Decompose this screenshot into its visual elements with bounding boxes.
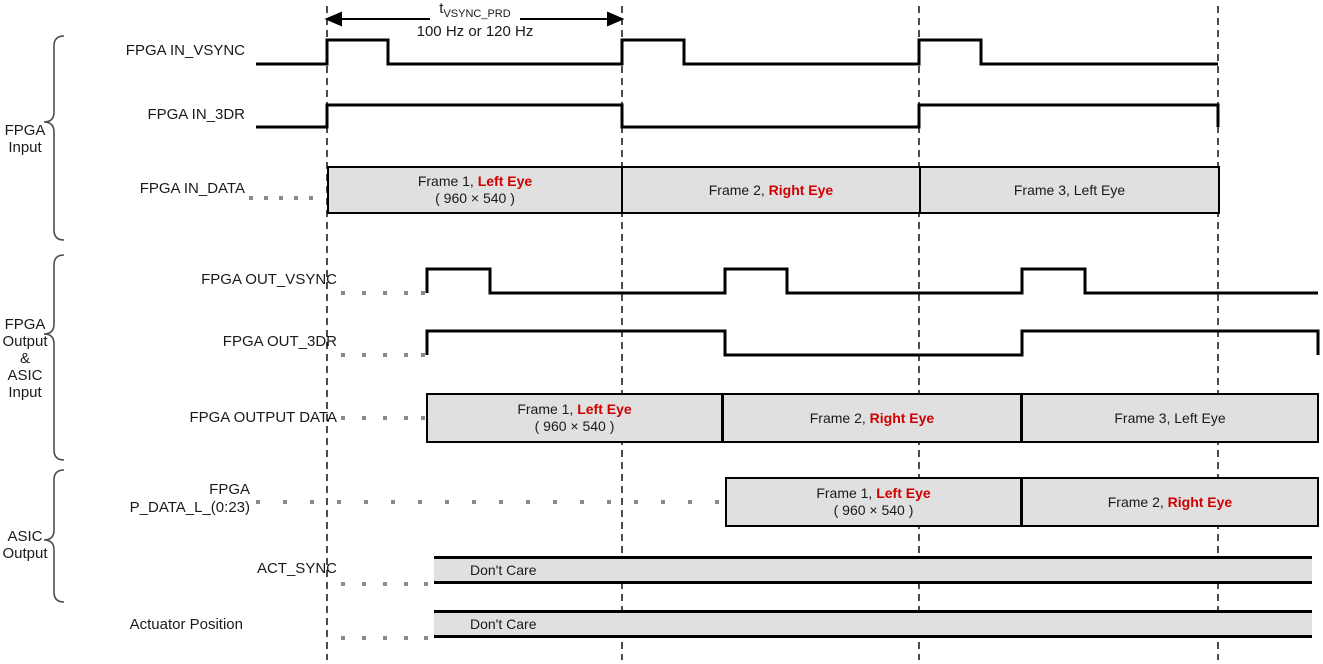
frame-block-eye: Left Eye xyxy=(1174,409,1226,426)
frame-block-p-data-l-1: Frame 1, Left Eye ( 960 × 540 ) xyxy=(725,477,1022,527)
frame-block-in-data-2: Frame 2, Right Eye xyxy=(621,166,921,214)
frame-block-frame: Frame 3, xyxy=(1013,181,1070,198)
group-label-asic-output: ASIC Output xyxy=(0,528,50,562)
frame-block-eye: Left Eye xyxy=(477,173,533,189)
frame-block-eye: Right Eye xyxy=(1167,493,1233,510)
group-line: ASIC xyxy=(7,528,43,545)
frame-block-p-data-l-2: Frame 2, Right Eye xyxy=(1021,477,1319,527)
dots-fpga-out-vsync xyxy=(341,291,425,295)
brace-asic-output xyxy=(43,469,65,603)
dots-fpga-output-data xyxy=(341,416,425,420)
brace-fpga-input xyxy=(43,35,65,241)
group-line: FPGA xyxy=(4,316,46,333)
frame-block-output-data-1: Frame 1, Left Eye ( 960 × 540 ) xyxy=(426,393,723,443)
dots-actuator-position xyxy=(341,636,428,640)
dots-fpga-in-data xyxy=(249,196,313,200)
group-line: FPGA xyxy=(4,122,46,139)
leader-dots xyxy=(249,196,719,640)
group-label-fpga-output-asic-input: FPGA Output & ASIC Input xyxy=(0,316,50,401)
tvsync-prd-symbol: t xyxy=(439,0,444,17)
frame-block-frame: Frame 2, xyxy=(809,409,866,426)
frame-block-frame: Frame 1, xyxy=(517,401,574,417)
dots-act-sync xyxy=(341,582,428,586)
frame-block-resolution: ( 960 × 540 ) xyxy=(435,190,515,206)
signal-label-fpga-in-vsync: FPGA IN_VSYNC xyxy=(125,42,245,59)
tvsync-prd-rate: 100 Hz or 120 Hz xyxy=(416,23,534,40)
frame-block-resolution: ( 960 × 540 ) xyxy=(833,502,914,518)
frame-block-eye: Left Eye xyxy=(577,401,632,417)
group-line: Output xyxy=(2,545,48,562)
signal-label-actuator-position: Actuator Position xyxy=(129,616,243,633)
frame-block-title: Frame 1, Left Eye xyxy=(816,485,930,502)
waveform-fpga-in-vsync xyxy=(256,38,1218,66)
group-line: & xyxy=(19,350,30,367)
frame-block-title: Frame 1, Left Eye xyxy=(418,173,532,190)
frame-block-resolution: ( 960 × 540 ) xyxy=(534,418,615,434)
group-line: Input xyxy=(8,139,42,156)
signal-label-act-sync: ACT_SYNC xyxy=(256,560,337,577)
frame-block-frame: Frame 1, xyxy=(417,173,474,189)
dont-care-label: Don't Care xyxy=(470,616,537,632)
signal-label-fpga-p-data-l-line1: FPGA xyxy=(209,481,250,498)
frame-block-eye: Right Eye xyxy=(869,409,935,426)
tvsync-prd-arrow xyxy=(324,11,625,27)
frame-block-eye: Left Eye xyxy=(876,485,931,501)
frame-block-frame: Frame 2, xyxy=(708,181,765,198)
frame-block-frame: Frame 3, xyxy=(1114,409,1171,426)
waveform-fpga-in-3dr xyxy=(256,103,1220,129)
group-line: ASIC xyxy=(7,367,43,384)
dont-care-label: Don't Care xyxy=(470,562,537,578)
waveform-fpga-out-3dr xyxy=(425,329,1320,357)
frame-block-eye: Left Eye xyxy=(1073,181,1126,198)
frame-block-title: Frame 3, Left Eye xyxy=(1114,410,1225,427)
dont-care-bar-act-sync: Don't Care xyxy=(434,556,1312,584)
frame-block-eye: Right Eye xyxy=(768,181,834,198)
dots-fpga-out-3dr xyxy=(341,353,425,357)
frame-block-title: Frame 2, Right Eye xyxy=(1108,494,1232,511)
frame-block-title: Frame 2, Right Eye xyxy=(709,182,833,199)
frame-block-frame: Frame 2, xyxy=(1107,493,1164,510)
waveform-fpga-out-vsync xyxy=(425,267,1318,295)
brace-fpga-output-asic-input xyxy=(43,254,65,461)
signal-label-fpga-out-3dr: FPGA OUT_3DR xyxy=(222,333,337,350)
frame-block-output-data-2: Frame 2, Right Eye xyxy=(722,393,1022,443)
signal-label-fpga-p-data-l-line2: P_DATA_L_(0:23) xyxy=(129,499,250,516)
dots-fpga-p-data-l xyxy=(256,500,719,504)
group-braces xyxy=(43,35,65,603)
frame-block-frame: Frame 1, xyxy=(816,485,873,501)
signal-label-fpga-in-data: FPGA IN_DATA xyxy=(139,180,245,197)
frame-block-title: Frame 3, Left Eye xyxy=(1014,182,1125,199)
dont-care-bar-actuator-position: Don't Care xyxy=(434,610,1312,638)
frame-block-title: Frame 2, Right Eye xyxy=(810,410,934,427)
tvsync-prd-label: tVSYNC_PRD 100 Hz or 120 Hz xyxy=(400,0,550,41)
group-line: Output xyxy=(2,333,48,350)
frame-block-in-data-1: Frame 1, Left Eye ( 960 × 540 ) xyxy=(327,166,623,214)
frame-block-output-data-3: Frame 3, Left Eye xyxy=(1021,393,1319,443)
group-line: Input xyxy=(8,384,42,401)
tvsync-prd-subscript: VSYNC_PRD xyxy=(443,8,511,20)
signal-label-fpga-in-3dr: FPGA IN_3DR xyxy=(147,106,245,123)
frame-block-title: Frame 1, Left Eye xyxy=(517,401,631,418)
signal-label-fpga-output-data: FPGA OUTPUT DATA xyxy=(189,409,337,426)
signal-label-fpga-out-vsync: FPGA OUT_VSYNC xyxy=(201,271,337,288)
frame-block-in-data-3: Frame 3, Left Eye xyxy=(919,166,1220,214)
group-label-fpga-input: FPGA Input xyxy=(0,122,50,156)
